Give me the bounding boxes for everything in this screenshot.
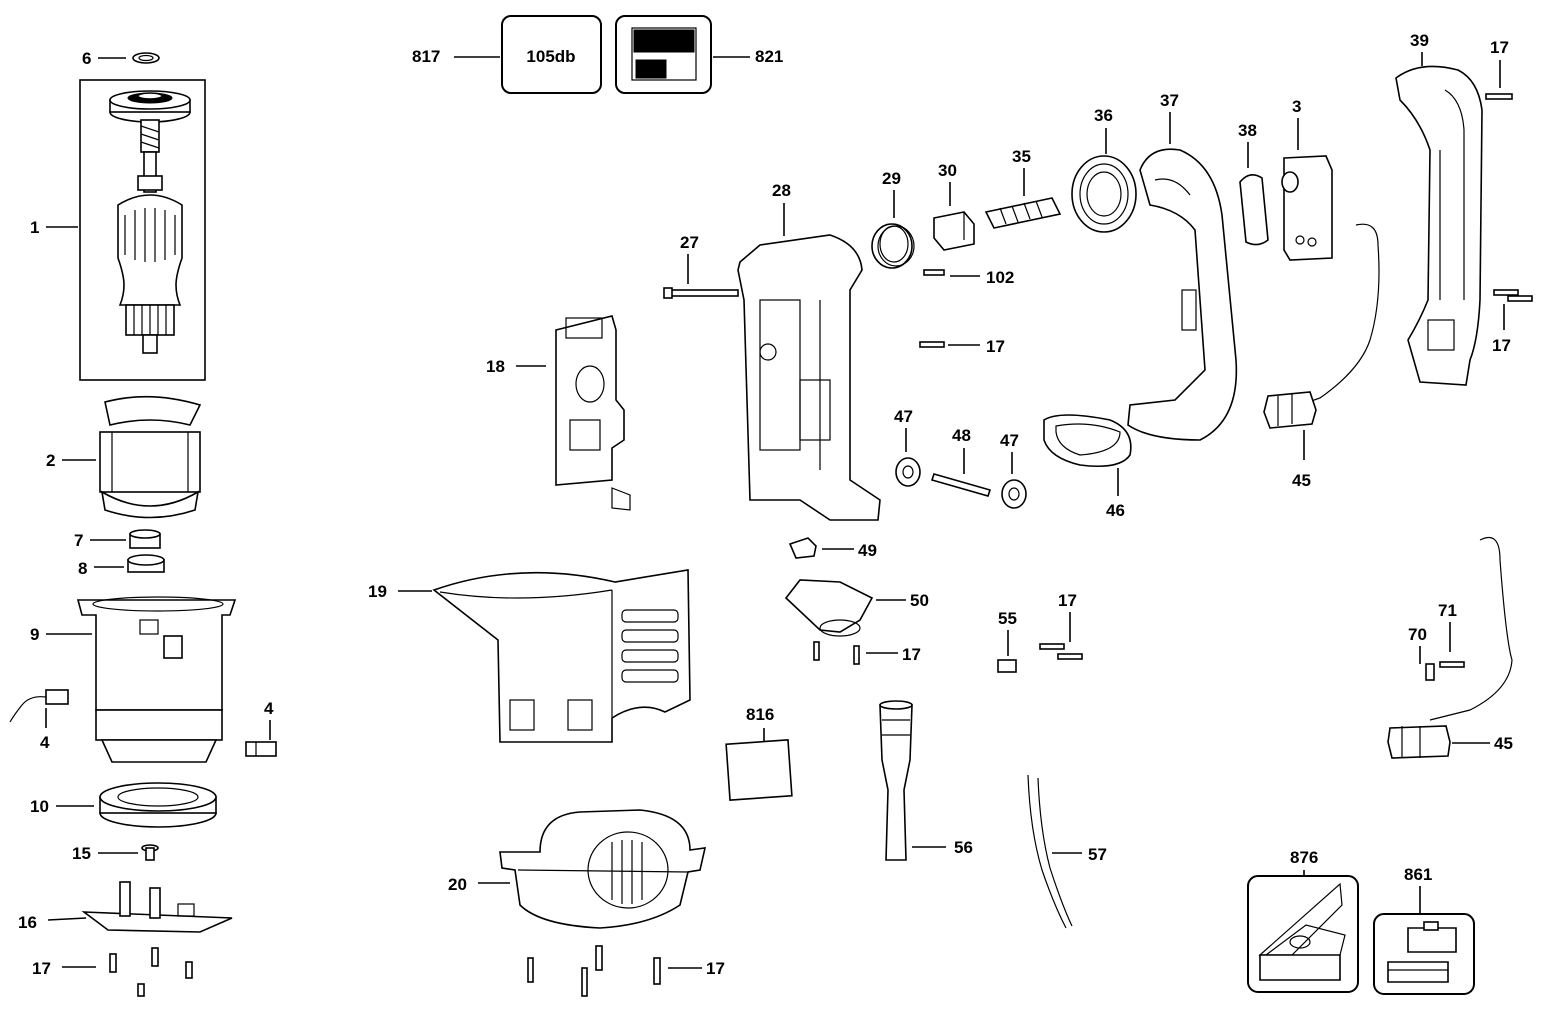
part-816-label: 816	[725, 705, 793, 801]
callout-30: 30	[938, 161, 957, 180]
part-19-gear-case-housing: 19	[368, 569, 691, 743]
callout-816: 816	[746, 705, 774, 724]
part-861-case: 861	[1373, 865, 1475, 995]
part-28-housing: 28	[737, 181, 881, 521]
part-6-washer: 6	[82, 49, 160, 68]
callout-29: 29	[882, 169, 901, 188]
part-37-handle-housing: 37	[1127, 91, 1238, 441]
part-57-cord: 57	[1027, 774, 1107, 929]
part-27-long-screw: 27	[663, 233, 739, 299]
callout-20: 20	[448, 875, 467, 894]
callout-46: 46	[1106, 501, 1125, 520]
callout-861: 861	[1404, 865, 1432, 884]
part-50-bracket: 50 17	[784, 579, 929, 665]
callout-6: 6	[82, 49, 91, 68]
callout-17-a: 17	[32, 959, 51, 978]
part-29-spring: 29	[871, 169, 915, 269]
part-45-cord-wiring: 45	[1387, 536, 1513, 759]
part-47-48-bearing-axle: 47 48 47	[894, 407, 1027, 509]
part-38-trigger: 38	[1238, 121, 1269, 246]
callout-17-b: 17	[706, 959, 725, 978]
part-3-switch: 3	[1281, 97, 1333, 261]
part-817-decibel-label: 817 105db	[412, 15, 602, 94]
part-20-bottom-cover: 20	[448, 809, 707, 929]
callout-36: 36	[1094, 106, 1113, 125]
callout-45-b: 45	[1494, 734, 1513, 753]
callout-57: 57	[1088, 845, 1107, 864]
part-17-screws-bottom-centre: 17	[527, 945, 725, 997]
part-10-fan-baffle: 10	[30, 782, 217, 828]
callout-4-right: 4	[264, 699, 274, 718]
part-102-screw: 102	[923, 268, 1014, 287]
callout-821: 821	[755, 47, 783, 66]
part-17-screws-bottom-left: 17	[32, 947, 193, 997]
part-16-brush-holder: 16	[18, 881, 233, 933]
callout-8: 8	[78, 559, 87, 578]
part-70-71-clamp: 70 71	[1408, 601, 1465, 681]
callout-47-b: 47	[1000, 431, 1019, 450]
callout-102: 102	[986, 268, 1014, 287]
callout-817: 817	[412, 47, 440, 66]
callout-18: 18	[486, 357, 505, 376]
callout-17-f: 17	[1490, 38, 1509, 57]
part-1-armature: 1	[30, 79, 206, 381]
part-49-clip: 49	[788, 537, 877, 560]
callout-28: 28	[772, 181, 791, 200]
part-876-case: 876	[1247, 848, 1359, 993]
callout-7: 7	[74, 531, 83, 550]
callout-17-g: 17	[1492, 336, 1511, 355]
part-36-vibration-damper: 36	[1071, 106, 1137, 233]
callout-38: 38	[1238, 121, 1257, 140]
callout-1: 1	[30, 218, 39, 237]
callout-50: 50	[910, 591, 929, 610]
part-15-screw: 15	[72, 844, 159, 863]
callout-19: 19	[368, 582, 387, 601]
callout-4-left: 4	[40, 733, 50, 752]
part-4-brush: 4 4	[9, 689, 277, 757]
callout-70: 70	[1408, 625, 1427, 644]
callout-48: 48	[952, 426, 971, 445]
callout-17-c: 17	[986, 337, 1005, 356]
callout-37: 37	[1160, 91, 1179, 110]
callout-49: 49	[858, 541, 877, 560]
callout-16: 16	[18, 913, 37, 932]
callout-27: 27	[680, 233, 699, 252]
callout-35: 35	[1012, 147, 1031, 166]
callout-56: 56	[954, 838, 973, 857]
part-39-handle: 39	[1395, 31, 1483, 386]
part-35-filter: 35	[984, 147, 1062, 229]
part-30-connector: 30	[933, 161, 975, 251]
part-18-switch-mount: 18	[486, 315, 631, 511]
callout-2: 2	[46, 451, 55, 470]
part-8-bearing: 8	[78, 554, 165, 578]
callout-39: 39	[1410, 31, 1429, 50]
decibel-label-text: 105db	[526, 47, 575, 66]
callout-10: 10	[30, 797, 49, 816]
callout-17-e: 17	[1058, 591, 1077, 610]
callout-55: 55	[998, 609, 1017, 628]
part-9-motor-housing: 9	[30, 596, 237, 763]
part-2-field: 2	[46, 395, 202, 519]
part-45-switch-wiring: 45	[1263, 223, 1380, 490]
callout-17-d: 17	[902, 645, 921, 664]
callout-71: 71	[1438, 601, 1457, 620]
part-17-screw-centre: 17	[919, 337, 1005, 356]
callout-15: 15	[72, 844, 91, 863]
part-17-screws-handle: 17 17	[1485, 38, 1533, 355]
callout-9: 9	[30, 625, 39, 644]
callout-47-a: 47	[894, 407, 913, 426]
part-46-end-cap: 46	[1043, 414, 1132, 520]
callout-45-a: 45	[1292, 471, 1311, 490]
part-821-warning-label: 821	[615, 15, 783, 94]
part-7-bearing: 7	[74, 529, 161, 550]
callout-3: 3	[1292, 97, 1301, 116]
part-55-clip: 55 17	[997, 591, 1083, 673]
part-56-cord-protector: 56	[879, 700, 973, 861]
callout-876: 876	[1290, 848, 1318, 867]
